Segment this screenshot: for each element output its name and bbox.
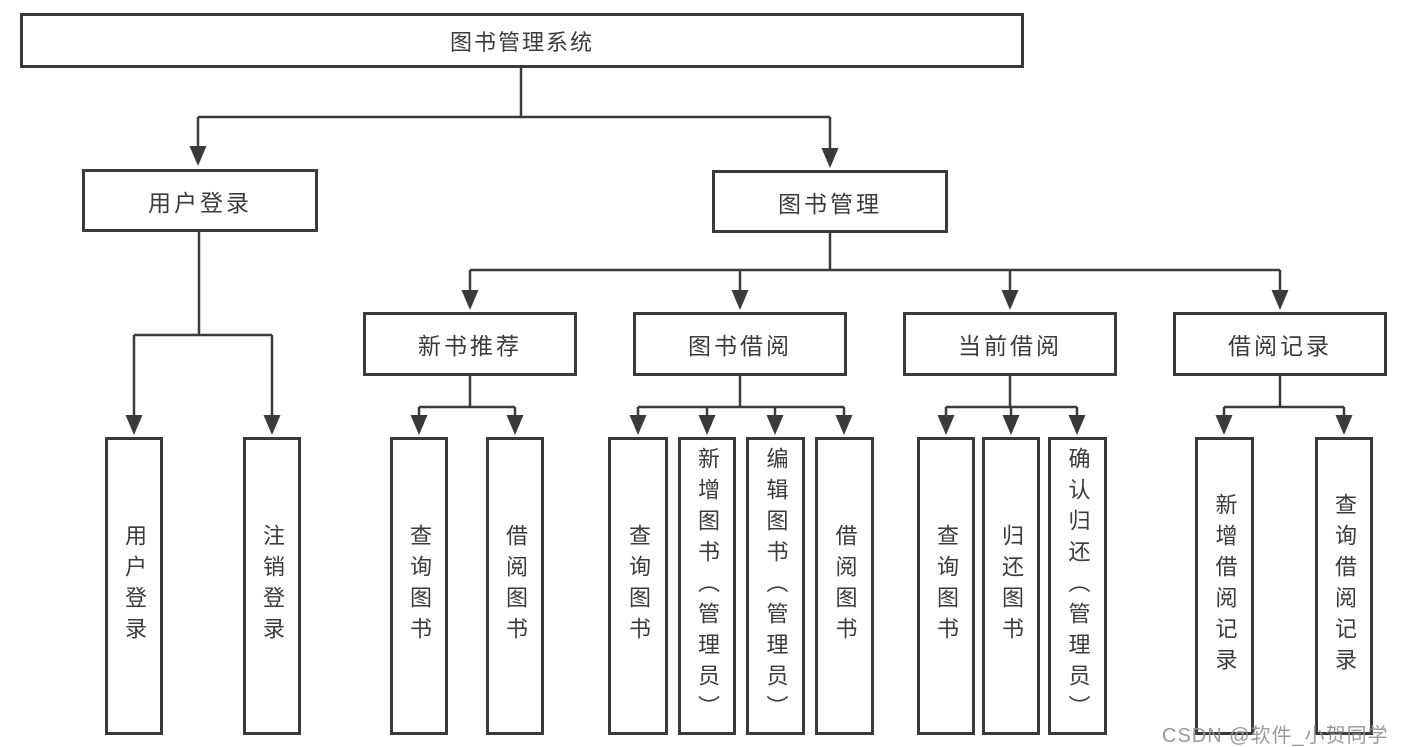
leaf-query-books-recommend: 查询图书 bbox=[390, 437, 448, 735]
node-current-borrow: 当前借阅 bbox=[903, 312, 1117, 376]
leaf-query-books-borrow-label: 查询图书 bbox=[626, 524, 651, 648]
leaf-add-borrow-record-label: 新增借阅记录 bbox=[1212, 493, 1238, 679]
leaf-user-login-label: 用户登录 bbox=[122, 524, 147, 648]
leaf-add-book-admin-label: 新增图书（管理员） bbox=[695, 446, 720, 726]
leaf-add-borrow-record: 新增借阅记录 bbox=[1195, 437, 1254, 735]
node-book-borrow: 图书借阅 bbox=[633, 312, 847, 376]
leaf-user-login: 用户登录 bbox=[105, 437, 163, 735]
leaf-borrow-book: 借阅图书 bbox=[815, 437, 874, 735]
leaf-return-book-label: 归还图书 bbox=[999, 524, 1024, 648]
leaf-query-books-current-label: 查询图书 bbox=[934, 524, 959, 648]
leaf-edit-book-admin-label: 编辑图书（管理员） bbox=[763, 446, 789, 726]
leaf-query-borrow-record-label: 查询借阅记录 bbox=[1332, 493, 1357, 679]
csdn-watermark: CSDN @软件_小贺同学 bbox=[1162, 725, 1389, 747]
leaf-logout: 注销登录 bbox=[243, 437, 301, 735]
leaf-query-books-current: 查询图书 bbox=[917, 437, 975, 735]
leaf-borrow-book-label: 借阅图书 bbox=[832, 524, 858, 648]
leaf-query-books-borrow: 查询图书 bbox=[608, 437, 668, 735]
leaf-borrow-book-recommend-label: 借阅图书 bbox=[503, 524, 528, 648]
leaf-borrow-book-recommend: 借阅图书 bbox=[486, 437, 544, 735]
arrowheads bbox=[125, 146, 1353, 435]
leaf-query-books-recommend-label: 查询图书 bbox=[407, 524, 432, 648]
connector-paths bbox=[132, 66, 1346, 419]
node-user-login: 用户登录 bbox=[82, 169, 318, 232]
leaf-logout-label: 注销登录 bbox=[260, 524, 285, 648]
leaf-confirm-return-admin-label: 确认归还（管理员） bbox=[1065, 446, 1091, 726]
leaf-add-book-admin: 新增图书（管理员） bbox=[678, 437, 736, 735]
leaf-query-borrow-record: 查询借阅记录 bbox=[1315, 437, 1373, 735]
node-book-management: 图书管理 bbox=[712, 170, 948, 233]
node-borrow-records: 借阅记录 bbox=[1173, 312, 1387, 376]
node-root-system: 图书管理系统 bbox=[20, 13, 1024, 68]
leaf-confirm-return-admin: 确认归还（管理员） bbox=[1048, 437, 1107, 735]
leaf-edit-book-admin: 编辑图书（管理员） bbox=[746, 437, 805, 735]
leaf-return-book: 归还图书 bbox=[982, 437, 1040, 735]
node-new-book-recommend: 新书推荐 bbox=[363, 312, 577, 376]
